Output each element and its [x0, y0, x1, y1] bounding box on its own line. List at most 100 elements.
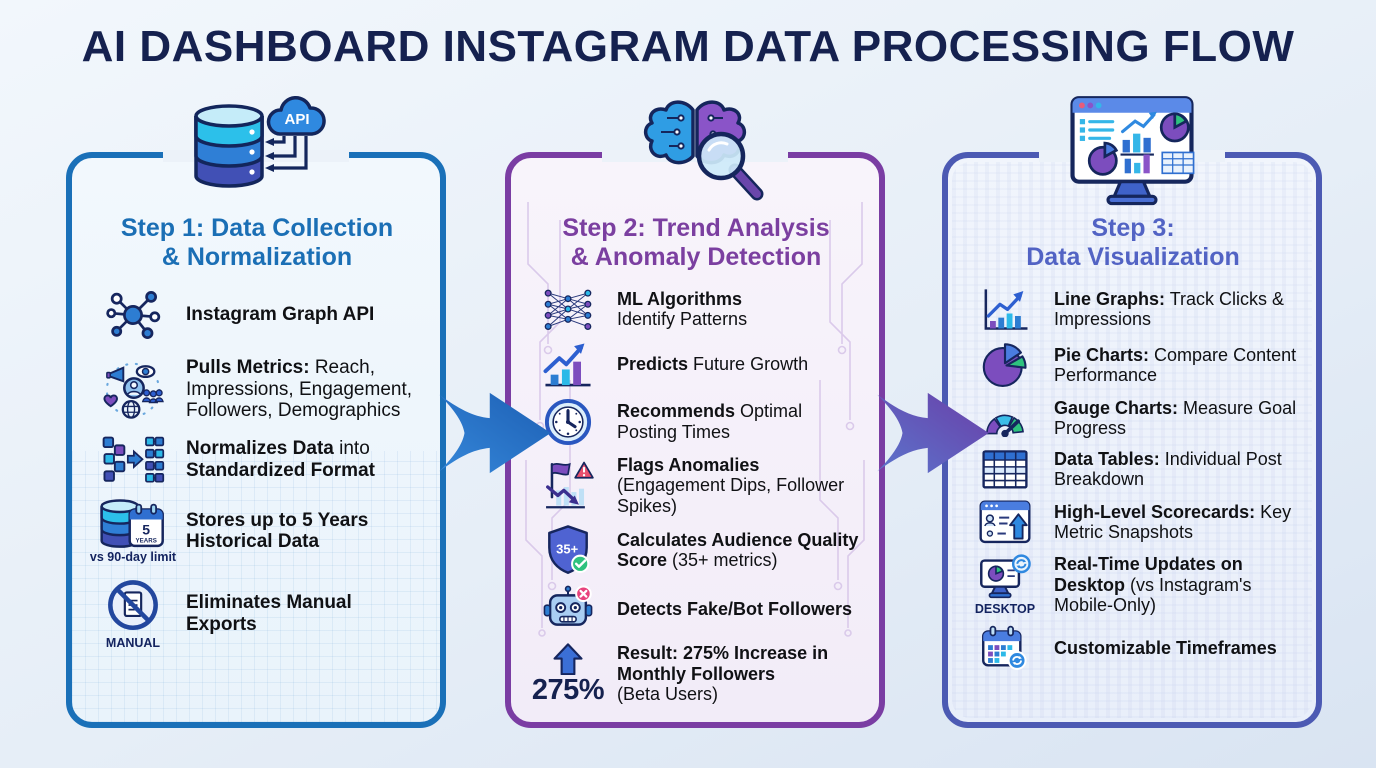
item-text-segment: Key Metric Snapshots — [1054, 501, 1292, 543]
step3-item-4: Data Tables: Individual Post Breakdown — [966, 448, 1300, 491]
step2-panel: Step 2: Trend Analysis & Anomaly Detecti… — [505, 100, 885, 728]
database-calendar-icon-caption: vs 90-day limit — [89, 550, 177, 565]
up-arrow-result-icon — [551, 642, 585, 676]
item-text-segment: Flags Anomalies — [617, 454, 760, 475]
database-api-cloud-icon: API — [170, 94, 342, 214]
item-text: Eliminates Manual Exports — [186, 592, 424, 635]
item-text-segment: (35+ metrics) — [667, 550, 778, 571]
step1-title: Step 1: Data Collection & Normalization — [90, 214, 424, 272]
database-calendar-icon-wrap: 5 YEARS vs 90-day limit — [90, 498, 176, 564]
item-text: ML Algorithms Identify Patterns — [617, 289, 747, 330]
item-text-segment: Pulls Metrics: — [186, 357, 310, 378]
item-text: Recommends Optimal Posting Times — [617, 401, 863, 442]
step3-title-line1: Step 3: — [1091, 214, 1175, 242]
step1-title-line2: & Normalization — [161, 243, 353, 271]
step2-title-line1: Step 2: Trend Analysis — [562, 214, 830, 242]
svg-text:YEARS: YEARS — [136, 538, 157, 545]
pie-chart-icon — [980, 342, 1030, 389]
calendar-refresh-icon-wrap — [966, 625, 1044, 672]
step3-items: Line Graphs: Track Clicks & Impressions … — [966, 286, 1300, 672]
line-graph-icon — [980, 286, 1030, 333]
item-text-segment: Instagram Graph API — [186, 304, 375, 326]
item-text: Pulls Metrics: Reach, Impressions, Engag… — [186, 357, 424, 422]
item-text-segment: Compare Content Performance — [1054, 344, 1297, 386]
item-text: Real-Time Updates on Desktop (vs Instagr… — [1054, 554, 1300, 616]
dashboard-monitor-icon — [1046, 94, 1218, 214]
step1-items: Instagram Graph API Pulls Metrics: Reach… — [90, 286, 424, 650]
social-metrics-icon-wrap — [90, 358, 176, 420]
calendar-refresh-icon — [980, 625, 1030, 672]
item-text-segment: Line Graphs: — [1054, 288, 1166, 309]
item-text-segment: Recommends — [617, 401, 736, 422]
desktop-realtime-icon — [978, 554, 1032, 601]
item-text: Calculates Audience Quality Score (35+ m… — [617, 530, 863, 571]
item-text-segment: Customizable Timeframes — [1054, 638, 1277, 659]
item-text-segment: into — [333, 438, 370, 460]
item-text-segment: Detects Fake/Bot Followers — [617, 599, 853, 620]
step3-title-line2: Data Visualization — [1026, 243, 1240, 271]
step1-item-3: Normalizes Data into Standardized Format — [90, 435, 424, 485]
step1-title-line1: Step 1: Data Collection — [120, 214, 394, 242]
item-text: Predicts Future Growth — [617, 354, 808, 375]
step2-item-3: Recommends Optimal Posting Times — [529, 397, 863, 447]
normalize-blocks-icon — [101, 435, 165, 485]
item-text-segment: Individual Post Breakdown — [1054, 448, 1282, 490]
item-text-segment: Gauge Charts: — [1054, 397, 1179, 418]
step1-panel: API Step 1: Data Collection & Normalizat… — [66, 95, 446, 728]
flow-arrow-step2-to-step3 — [877, 392, 989, 474]
item-text: Gauge Charts: Measure Goal Progress — [1054, 398, 1300, 439]
item-text-segment: ML Algorithms — [617, 288, 742, 309]
item-text: Flags Anomalies (Engagement Dips, Follow… — [617, 455, 863, 517]
item-text-segment: Track Clicks & Impressions — [1054, 288, 1285, 330]
gauge-chart-icon — [977, 399, 1033, 438]
item-text-segment: Predicts — [617, 354, 689, 375]
step2-item-7: 275% Result: 275% Increase in Monthly Fol… — [529, 642, 863, 707]
item-text: Line Graphs: Track Clicks & Impressions — [1054, 289, 1300, 330]
scorecard-icon — [979, 500, 1031, 545]
no-manual-export-icon-caption: MANUAL — [105, 636, 161, 651]
step3-item-5: High-Level Scorecards: Key Metric Snapsh… — [966, 500, 1300, 545]
step1-item-5: MANUAL Eliminates Manual Exports — [90, 577, 424, 650]
line-graph-icon-wrap — [966, 286, 1044, 333]
item-text-segment: (vs Instagram's Mobile-Only) — [1054, 574, 1252, 616]
no-manual-export-icon — [104, 577, 162, 635]
step2-title-line2: & Anomaly Detection — [570, 243, 822, 271]
item-text-segment: Data Tables: — [1054, 448, 1160, 469]
social-metrics-icon — [102, 358, 164, 420]
step3-item-2: Pie Charts: Compare Content Performance — [966, 342, 1300, 389]
brain-magnifier-icon — [609, 94, 781, 214]
robot-fake-follower-icon-wrap — [529, 584, 607, 634]
normalize-blocks-icon-wrap — [90, 435, 176, 485]
item-text-segment: Optimal Posting Times — [617, 401, 803, 442]
data-table-icon-wrap — [966, 448, 1044, 491]
robot-fake-follower-icon — [542, 584, 594, 634]
item-text: Instagram Graph API — [186, 304, 374, 326]
desktop-realtime-icon-caption: DESKTOP — [974, 602, 1036, 617]
gauge-chart-icon-wrap — [966, 399, 1044, 438]
data-table-icon — [981, 448, 1029, 491]
svg-text:35+: 35+ — [556, 541, 578, 556]
neural-network-icon-wrap — [529, 286, 607, 332]
step1-item-1: Instagram Graph API — [90, 286, 424, 344]
step1-item-2: Pulls Metrics: Reach, Impressions, Engag… — [90, 357, 424, 422]
pie-chart-icon-wrap — [966, 342, 1044, 389]
step2-item-5: 35+ Calculates Audience Quality Score (3… — [529, 524, 863, 576]
item-text-segment: Standardized Format — [186, 460, 375, 482]
item-text-segment: Reach, Impressions, Engagement, Follower… — [186, 357, 413, 422]
step2-item-4: Flags Anomalies (Engagement Dips, Follow… — [529, 455, 863, 517]
item-text-segment: Result: 275% Increase in Monthly Followe… — [617, 643, 829, 684]
step3-panel: Step 3: Data Visualization Line Graphs: … — [942, 96, 1322, 728]
up-arrow-result-icon-wrap: 275% — [529, 642, 607, 707]
network-nodes-icon — [104, 286, 162, 344]
database-calendar-icon: 5 YEARS — [100, 498, 166, 549]
scorecard-icon-wrap — [966, 500, 1044, 545]
network-nodes-icon-wrap — [90, 286, 176, 344]
svg-text:5: 5 — [142, 521, 150, 537]
item-text: Stores up to 5 Years Historical Data — [186, 510, 424, 553]
item-text: Normalizes Data into Standardized Format — [186, 438, 424, 481]
item-text-segment: Real-Time Updates on Desktop — [1054, 554, 1243, 595]
up-arrow-result-icon-caption: 275% — [531, 674, 605, 707]
page-title: AI DASHBOARD INSTAGRAM DATA PROCESSING F… — [81, 22, 1295, 71]
flow-arrow-step1-to-step2 — [439, 392, 551, 474]
